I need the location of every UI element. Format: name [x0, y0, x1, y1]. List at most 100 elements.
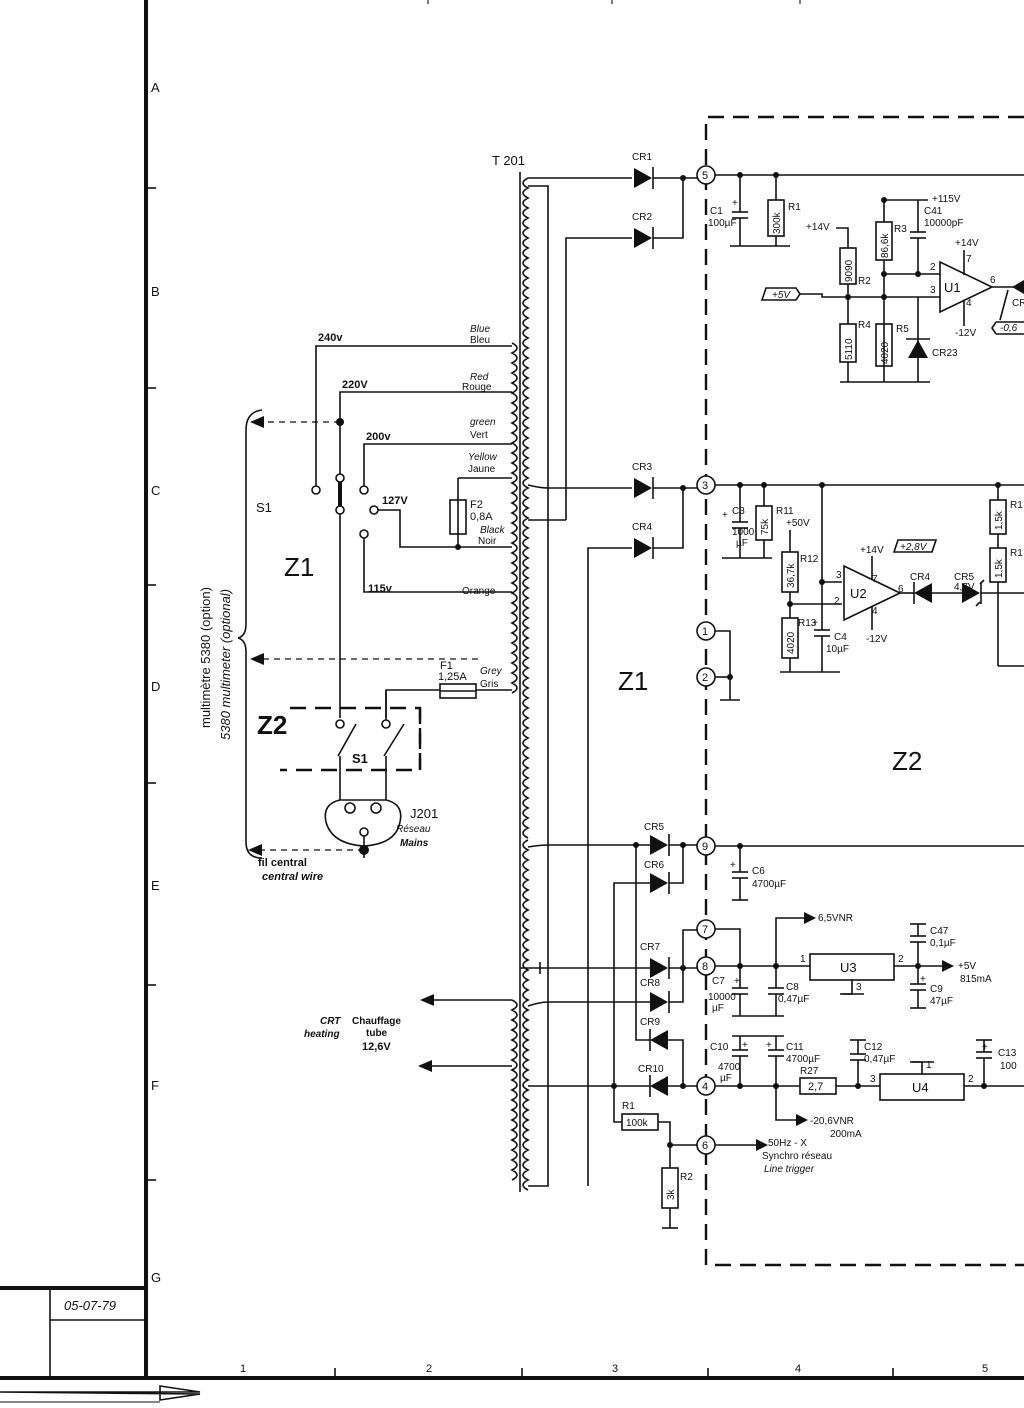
u1-pin-6: 6 [990, 275, 996, 286]
u1-pin-3: 3 [930, 285, 936, 296]
cap-c13-value: 100 [1000, 1061, 1017, 1072]
wire-red-fr: Rouge [462, 382, 492, 393]
wire-black-en: Black [480, 525, 505, 536]
date-stamp: 05-07-79 [64, 1298, 116, 1313]
cap-c7-value-1: 10000 [708, 992, 736, 1003]
row-label-a: A [151, 80, 160, 95]
crt-label-en-2: heating [304, 1029, 340, 1040]
cap-c10-label: C10 [710, 1042, 729, 1053]
cap-c12-label: C12 [864, 1042, 883, 1053]
row-label-g: G [151, 1270, 161, 1285]
tap-200v: 200v [366, 431, 391, 443]
u1-pin-4: 4 [966, 298, 972, 309]
tap-127v: 127V [382, 495, 408, 507]
cap-c9-value: 47µF [930, 996, 953, 1007]
ic-u3-label: U3 [840, 960, 857, 975]
u4-pin-3: 3 [870, 1074, 876, 1085]
crt-label-fr-2: tube [366, 1028, 388, 1039]
tap-115v: 115v [368, 583, 393, 595]
u2-regulator-section: + C3 1000 µF 75k R11 +50V 36,7k R12 4020… [715, 482, 1024, 673]
rail-p14b: +14V [955, 238, 979, 249]
wire-grey-fr: Gris [480, 679, 498, 690]
cap-c41-label: C41 [924, 206, 943, 217]
resistor-r5-value: 4020 [880, 341, 891, 364]
cap-c8-label: C8 [786, 982, 799, 993]
node-8: 8 [702, 961, 708, 973]
fuse-f1-value: 1,25A [438, 671, 467, 683]
fuse-f1-label: F1 [440, 660, 453, 672]
zone-z1-left: Z1 [284, 552, 314, 582]
svg-text:+: + [742, 1040, 748, 1051]
diode-cr4-label: CR4 [632, 522, 652, 533]
node-1: 1 [702, 626, 708, 638]
diode-cr5-u2-label: CR5 [954, 572, 974, 583]
wire-green-en: green [470, 417, 496, 428]
mains-input: F1 1,25A Grey Gris Z2 S1 J201 Réseau Mai… [257, 514, 512, 883]
node-2: 2 [702, 672, 708, 684]
cap-c11-value: 4700µF [786, 1054, 820, 1065]
u2-pin-3: 3 [836, 570, 842, 581]
rail-p50: +50V [786, 518, 810, 529]
u2-pin-7: 7 [872, 574, 878, 585]
multimeter-label-en: 5380 multimeter (optional) [218, 589, 233, 740]
rail-p5v-box: +5V [772, 290, 791, 301]
u1-pin-2: 2 [930, 262, 936, 273]
multimeter-label-fr: multimètre 5380 (option) [198, 587, 213, 728]
cap-c47-value: 0,1µF [930, 938, 956, 949]
diode-cr1-label: CR1 [632, 152, 652, 163]
diode-cr8-label: CR8 [640, 978, 660, 989]
rail-p14c: +14V [860, 545, 884, 556]
ic-u2-label: U2 [850, 586, 867, 601]
rail-v65: 6,5VNR [818, 913, 853, 924]
mains-label-en: Mains [400, 838, 429, 849]
u3-pin-1: 1 [800, 954, 806, 965]
resistor-r27-value: 2,7 [808, 1081, 823, 1093]
wire-yellow-fr: Jaune [468, 464, 496, 475]
node-5: 5 [702, 170, 708, 182]
rail-m12a: -12V [955, 328, 976, 339]
rail-m206: -20,6VNR [810, 1116, 854, 1127]
u3-section: C7 + 10000 µF C8 0,47µF 6,5VNR U3 1 2 3 … [708, 912, 992, 1017]
row-label-b: B [151, 284, 160, 299]
resistor-r4-value: 5110 [844, 338, 855, 360]
u2-pin-2: 2 [834, 596, 840, 607]
resistor-r1b-value: 1,5k [994, 510, 1005, 530]
resistor-r1-value: 300k [772, 211, 783, 234]
resistor-r5-label: R5 [896, 324, 909, 335]
u1-pin-7: 7 [966, 254, 972, 265]
diode-cr23-label: CR23 [932, 348, 958, 359]
cap-c11-label: C11 [786, 1042, 804, 1053]
resistor-r11-value: 75k [760, 518, 771, 535]
resistor-3k-value: 3k [666, 1188, 677, 1200]
svg-text:+: + [812, 618, 818, 629]
u3-pin-2: 2 [898, 954, 904, 965]
wire-orange: Orange [462, 586, 496, 597]
diode-cr3-label: CR3 [632, 462, 652, 473]
resistor-r13-label: R13 [798, 618, 817, 629]
diode-cr7-label: CR7 [640, 942, 660, 953]
resistor-r3-label: R3 [894, 224, 907, 235]
diode-cr10-label: CR10 [638, 1064, 664, 1075]
wire-green-fr: Vert [470, 430, 488, 441]
u2-pin-6: 6 [898, 584, 904, 595]
row-label-d: D [151, 679, 160, 694]
crt-heating: CRT heating Chauffage tube 12,6V [304, 994, 512, 1072]
svg-text:+: + [722, 510, 728, 521]
connector-nodes: 5 3 1 2 9 7 8 4 6 Z1 Z2 [618, 165, 922, 1155]
col-label-1: 1 [240, 1363, 246, 1375]
fuse-f2-value: 0,8A [470, 511, 493, 523]
cap-c13-label: C13 [998, 1048, 1017, 1059]
node-3: 3 [702, 480, 708, 492]
u2-pin-4: 4 [872, 606, 878, 617]
resistor-r12-value: 36,7k [786, 563, 797, 588]
cap-c10-value-2: µF [720, 1073, 732, 1084]
rail-m12b: -12V [866, 634, 887, 645]
cap-c6-value: 4700µF [752, 879, 786, 890]
diode-cr4-u2-label: CR4 [910, 572, 930, 583]
fuse-f2-label: F2 [470, 499, 483, 511]
resistor-r4-label: R4 [858, 320, 871, 331]
rectifiers: CR1 CR2 CR3 CR4 CR5 CR6 CR [527, 152, 698, 1229]
rail-p14a: +14V [806, 222, 830, 233]
sync-label-1: 50Hz - X [768, 1138, 807, 1149]
